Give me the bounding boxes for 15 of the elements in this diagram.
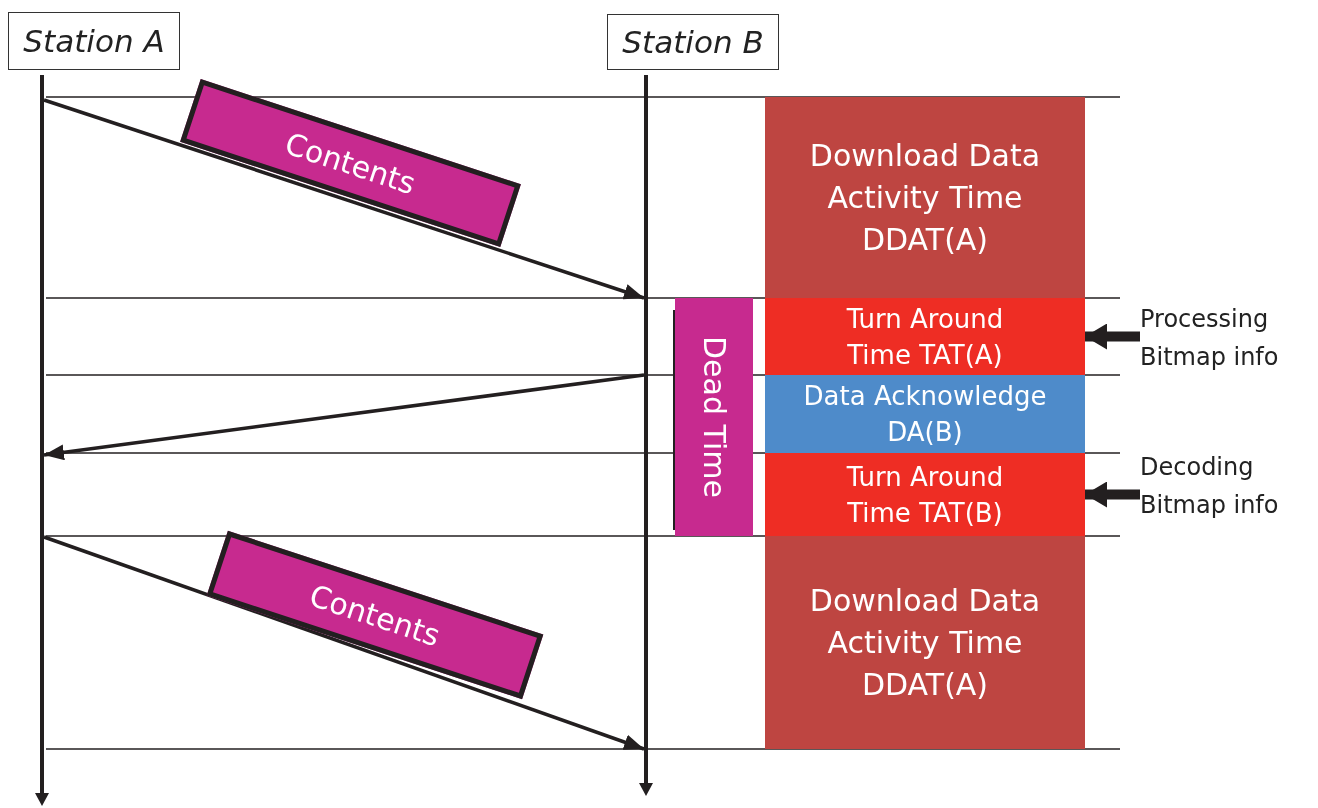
arrow xyxy=(1085,481,1140,508)
arrow xyxy=(43,373,645,461)
time-block: Turn Around Time TAT(A) xyxy=(765,298,1085,375)
time-block: Data Acknowledge DA(B) xyxy=(765,375,1085,453)
time-block: Download Data Activity Time DDAT(A) xyxy=(765,97,1085,298)
station-box: Station A xyxy=(8,12,180,70)
arrow xyxy=(1085,323,1140,350)
time-block: Download Data Activity Time DDAT(A) xyxy=(765,536,1085,749)
arrow xyxy=(43,535,645,751)
annotation-text: Processing Bitmap info xyxy=(1140,302,1316,374)
time-block: Turn Around Time TAT(B) xyxy=(765,453,1085,536)
dead-time-bar: Dead Time xyxy=(675,298,753,536)
annotation-text: Decoding Bitmap info xyxy=(1140,450,1316,522)
arrow xyxy=(43,98,645,300)
station-box: Station B xyxy=(607,14,779,70)
